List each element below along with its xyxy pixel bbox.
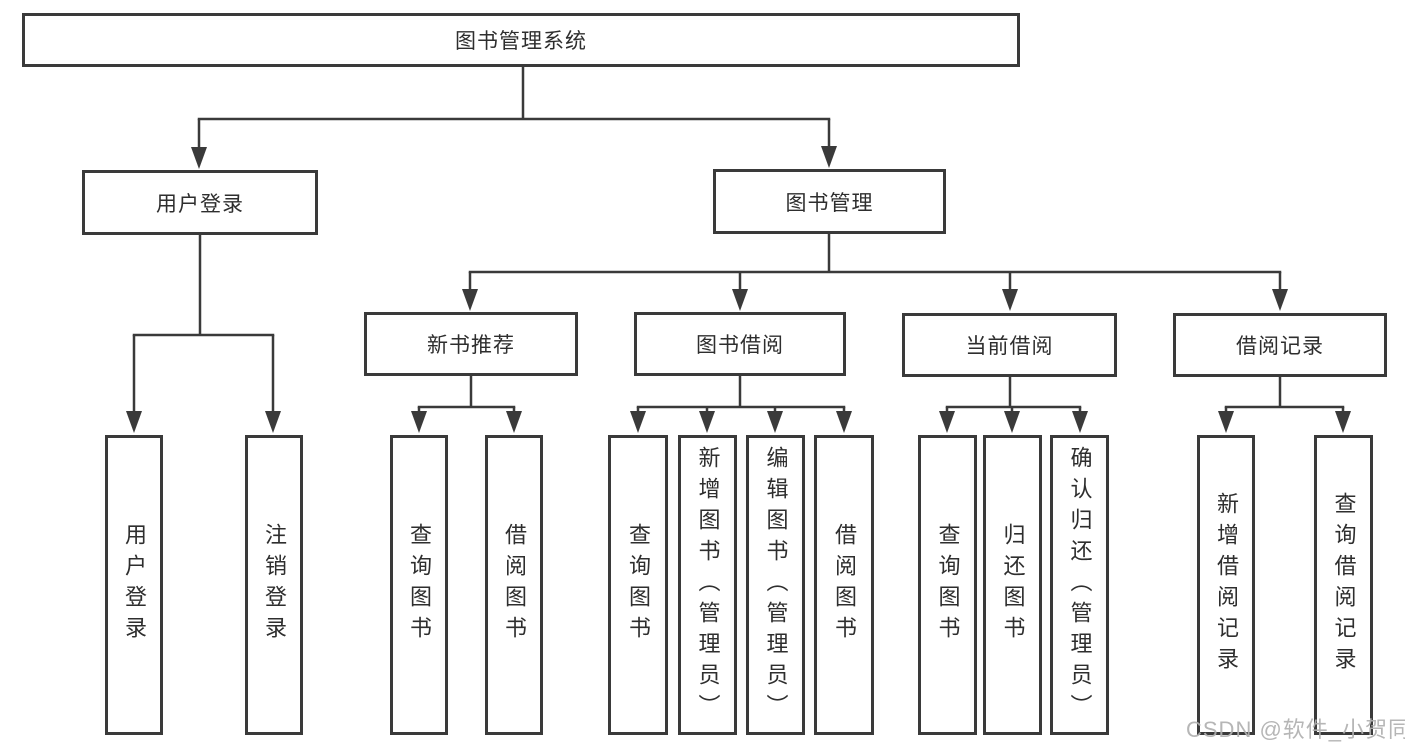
node-borrowing-records-label: 借阅记录 [1236, 335, 1324, 358]
node-root-label: 图书管理系统 [455, 30, 587, 53]
node-book-borrowing-label: 图书借阅 [696, 334, 784, 357]
leaf-query-books-current: 查询图书 [918, 435, 977, 735]
leaf-query-books-borrowing-label: 查询图书 [626, 523, 651, 647]
leaf-add-book-admin: 新增图书（管理员） [678, 435, 737, 735]
leaf-user-login: 用户登录 [105, 435, 163, 735]
csdn-watermark: CSDN @软件_小贺同学 [1186, 717, 1405, 742]
leaf-query-books-recommend: 查询图书 [390, 435, 448, 735]
node-new-book-recommendation: 新书推荐 [364, 312, 578, 376]
leaf-borrow-books-borrowing-label: 借阅图书 [832, 523, 857, 647]
leaf-borrow-books-recommend: 借阅图书 [485, 435, 543, 735]
leaf-borrow-books-recommend-label: 借阅图书 [502, 523, 527, 647]
leaf-add-borrow-record: 新增借阅记录 [1197, 435, 1255, 735]
node-book-borrowing: 图书借阅 [634, 312, 846, 376]
leaf-add-borrow-record-label: 新增借阅记录 [1214, 492, 1239, 678]
leaf-edit-book-admin-label: 编辑图书（管理员） [763, 445, 789, 725]
leaf-query-borrow-record: 查询借阅记录 [1314, 435, 1373, 735]
leaf-query-borrow-record-label: 查询借阅记录 [1331, 492, 1357, 678]
leaf-add-book-admin-label: 新增图书（管理员） [695, 445, 721, 725]
leaf-query-books-recommend-label: 查询图书 [407, 523, 432, 647]
node-book-management: 图书管理 [713, 169, 946, 234]
leaf-logout: 注销登录 [245, 435, 303, 735]
leaf-logout-label: 注销登录 [262, 523, 287, 647]
node-new-book-recommendation-label: 新书推荐 [427, 334, 515, 357]
leaf-confirm-return-admin-label: 确认归还（管理员） [1067, 445, 1093, 725]
node-current-borrowing: 当前借阅 [902, 313, 1117, 377]
leaf-return-books: 归还图书 [983, 435, 1042, 735]
node-borrowing-records: 借阅记录 [1173, 313, 1387, 377]
leaf-edit-book-admin: 编辑图书（管理员） [746, 435, 805, 735]
leaf-borrow-books-borrowing: 借阅图书 [814, 435, 874, 735]
leaf-user-login-label: 用户登录 [122, 523, 147, 647]
leaf-confirm-return-admin: 确认归还（管理员） [1050, 435, 1109, 735]
node-user-login-label: 用户登录 [156, 192, 244, 216]
node-book-management-label: 图书管理 [785, 191, 874, 215]
node-current-borrowing-label: 当前借阅 [965, 335, 1054, 358]
node-user-login: 用户登录 [82, 170, 318, 235]
leaf-query-books-current-label: 查询图书 [935, 523, 961, 647]
node-root: 图书管理系统 [22, 13, 1020, 67]
leaf-query-books-borrowing: 查询图书 [608, 435, 668, 735]
leaf-return-books-label: 归还图书 [1000, 523, 1026, 647]
